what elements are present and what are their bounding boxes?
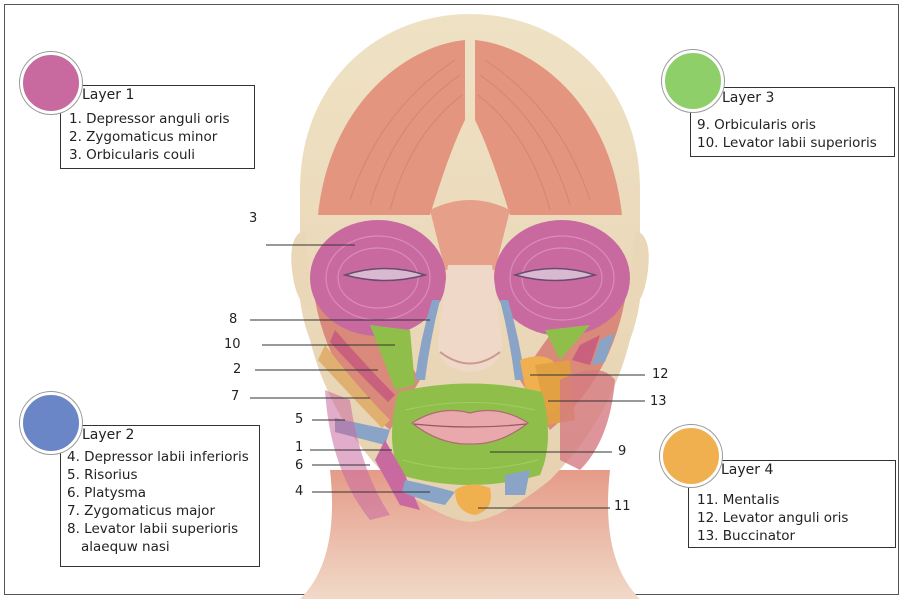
layer-3-swatch <box>662 50 724 112</box>
layer-2-item: 7. Zygomaticus major <box>67 502 249 520</box>
legend-layer-2: 4. Depressor labii inferioris 5. Risoriu… <box>60 425 260 567</box>
layer-2-item: alaequw nasi <box>67 538 249 556</box>
layer-2-item: 6. Platysma <box>67 484 249 502</box>
label-11: 11 <box>614 499 631 514</box>
label-8: 8 <box>229 312 237 327</box>
layer-2-item: 8. Levator labii superioris <box>67 520 249 538</box>
layer-1-swatch <box>20 52 82 114</box>
layer-1-title: Layer 1 <box>82 87 134 103</box>
layer-2-item: 5. Risorius <box>67 466 249 484</box>
layer-1-items: 1. Depressor anguli oris 2. Zygomaticus … <box>69 110 230 164</box>
layer-1-item: 2. Zygomaticus minor <box>69 128 230 146</box>
layer-3-item: 9. Orbicularis oris <box>697 116 877 134</box>
legend-layer-3: 9. Orbicularis oris 10. Levator labii su… <box>690 87 895 157</box>
layer-2-title: Layer 2 <box>82 427 134 443</box>
layer-2-items: 4. Depressor labii inferioris 5. Risoriu… <box>67 448 249 556</box>
label-3: 3 <box>249 211 257 226</box>
layer-2-item: 4. Depressor labii inferioris <box>67 448 249 466</box>
label-7: 7 <box>231 389 239 404</box>
layer-4-item: 12. Levator anguli oris <box>697 509 848 527</box>
layer-3-title: Layer 3 <box>722 90 774 106</box>
layer-4-item: 11. Mentalis <box>697 491 848 509</box>
label-10: 10 <box>224 337 241 352</box>
layer-4-title: Layer 4 <box>721 462 773 478</box>
layer-3-items: 9. Orbicularis oris 10. Levator labii su… <box>697 116 877 152</box>
layer-4-item: 13. Buccinator <box>697 527 848 545</box>
label-2: 2 <box>233 362 241 377</box>
label-5: 5 <box>295 412 303 427</box>
label-1: 1 <box>295 440 303 455</box>
layer-3-item: 10. Levator labii superioris <box>697 134 877 152</box>
layer-2-swatch <box>20 392 82 454</box>
legend-layer-4: 11. Mentalis 12. Levator anguli oris 13.… <box>688 460 896 548</box>
label-4: 4 <box>295 484 303 499</box>
label-13: 13 <box>650 394 667 409</box>
layer-1-item: 3. Orbicularis couli <box>69 146 230 164</box>
layer-1-item: 1. Depressor anguli oris <box>69 110 230 128</box>
label-9: 9 <box>618 444 626 459</box>
label-12: 12 <box>652 367 669 382</box>
layer-4-items: 11. Mentalis 12. Levator anguli oris 13.… <box>697 491 848 545</box>
layer-4-swatch <box>660 425 722 487</box>
label-6: 6 <box>295 458 303 473</box>
